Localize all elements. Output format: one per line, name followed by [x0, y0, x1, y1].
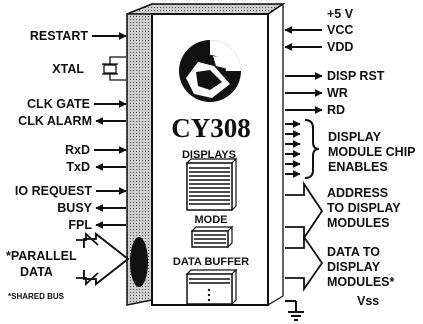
data-bus-arrow — [285, 234, 324, 292]
busy-label: BUSY — [57, 201, 92, 215]
chip-enable-arrows — [285, 120, 301, 178]
data-to-line-3: MODULES* — [327, 275, 395, 289]
mode-label: MODE — [195, 214, 228, 226]
enables-line-2: MODULE CHIP — [328, 145, 416, 159]
address-line-3: MODULES — [327, 216, 390, 230]
txd-label: TxD — [66, 160, 90, 174]
wr-label: WR — [327, 86, 348, 100]
vdd-label: VDD — [327, 40, 353, 54]
crystal-icon — [102, 56, 126, 81]
data-buffer-icon — [185, 268, 238, 306]
shared-bus-footnote: *SHARED BUS — [8, 292, 65, 301]
enables-brace — [304, 119, 320, 179]
clk-gate-label: CLK GATE — [27, 97, 90, 111]
address-bus-arrow — [285, 181, 324, 241]
data-buffer-label: DATA BUFFER — [173, 256, 249, 268]
chip-top-face — [126, 3, 286, 15]
fpl-label: FPL — [68, 218, 92, 232]
rxd-label: RxD — [65, 143, 90, 157]
data-to-line-2: DISPLAY — [327, 260, 381, 274]
disp-rst-label: DISP RST — [327, 69, 385, 83]
vss-label: Vss — [357, 294, 379, 308]
mode-register-icon — [190, 225, 234, 249]
displays-label: DISPLAYS — [182, 149, 236, 161]
plus5v-label: +5 V — [327, 7, 354, 21]
enables-line-3: ENABLES — [328, 160, 388, 174]
xtal-label: XTAL — [52, 62, 84, 76]
clk-alarm-label: CLK ALARM — [18, 114, 92, 128]
rd-label: RD — [327, 103, 345, 117]
address-line-2: TO DISPLAY — [327, 201, 401, 215]
vcc-label: VCC — [327, 23, 353, 37]
enables-line-1: DISPLAY — [328, 130, 382, 144]
data-label: DATA — [20, 265, 53, 279]
parallel-label: *PARALLEL — [6, 249, 77, 263]
data-to-line-1: DATA TO — [327, 245, 380, 259]
restart-label: RESTART — [30, 29, 88, 43]
company-logo — [179, 40, 241, 102]
chip-title: CY308 — [171, 113, 251, 143]
displays-memory-icon — [185, 157, 238, 212]
shared-bus-port — [130, 237, 148, 287]
address-line-1: ADDRESS — [327, 186, 388, 200]
ground-icon — [285, 300, 304, 321]
io-request-label: IO REQUEST — [15, 184, 92, 198]
